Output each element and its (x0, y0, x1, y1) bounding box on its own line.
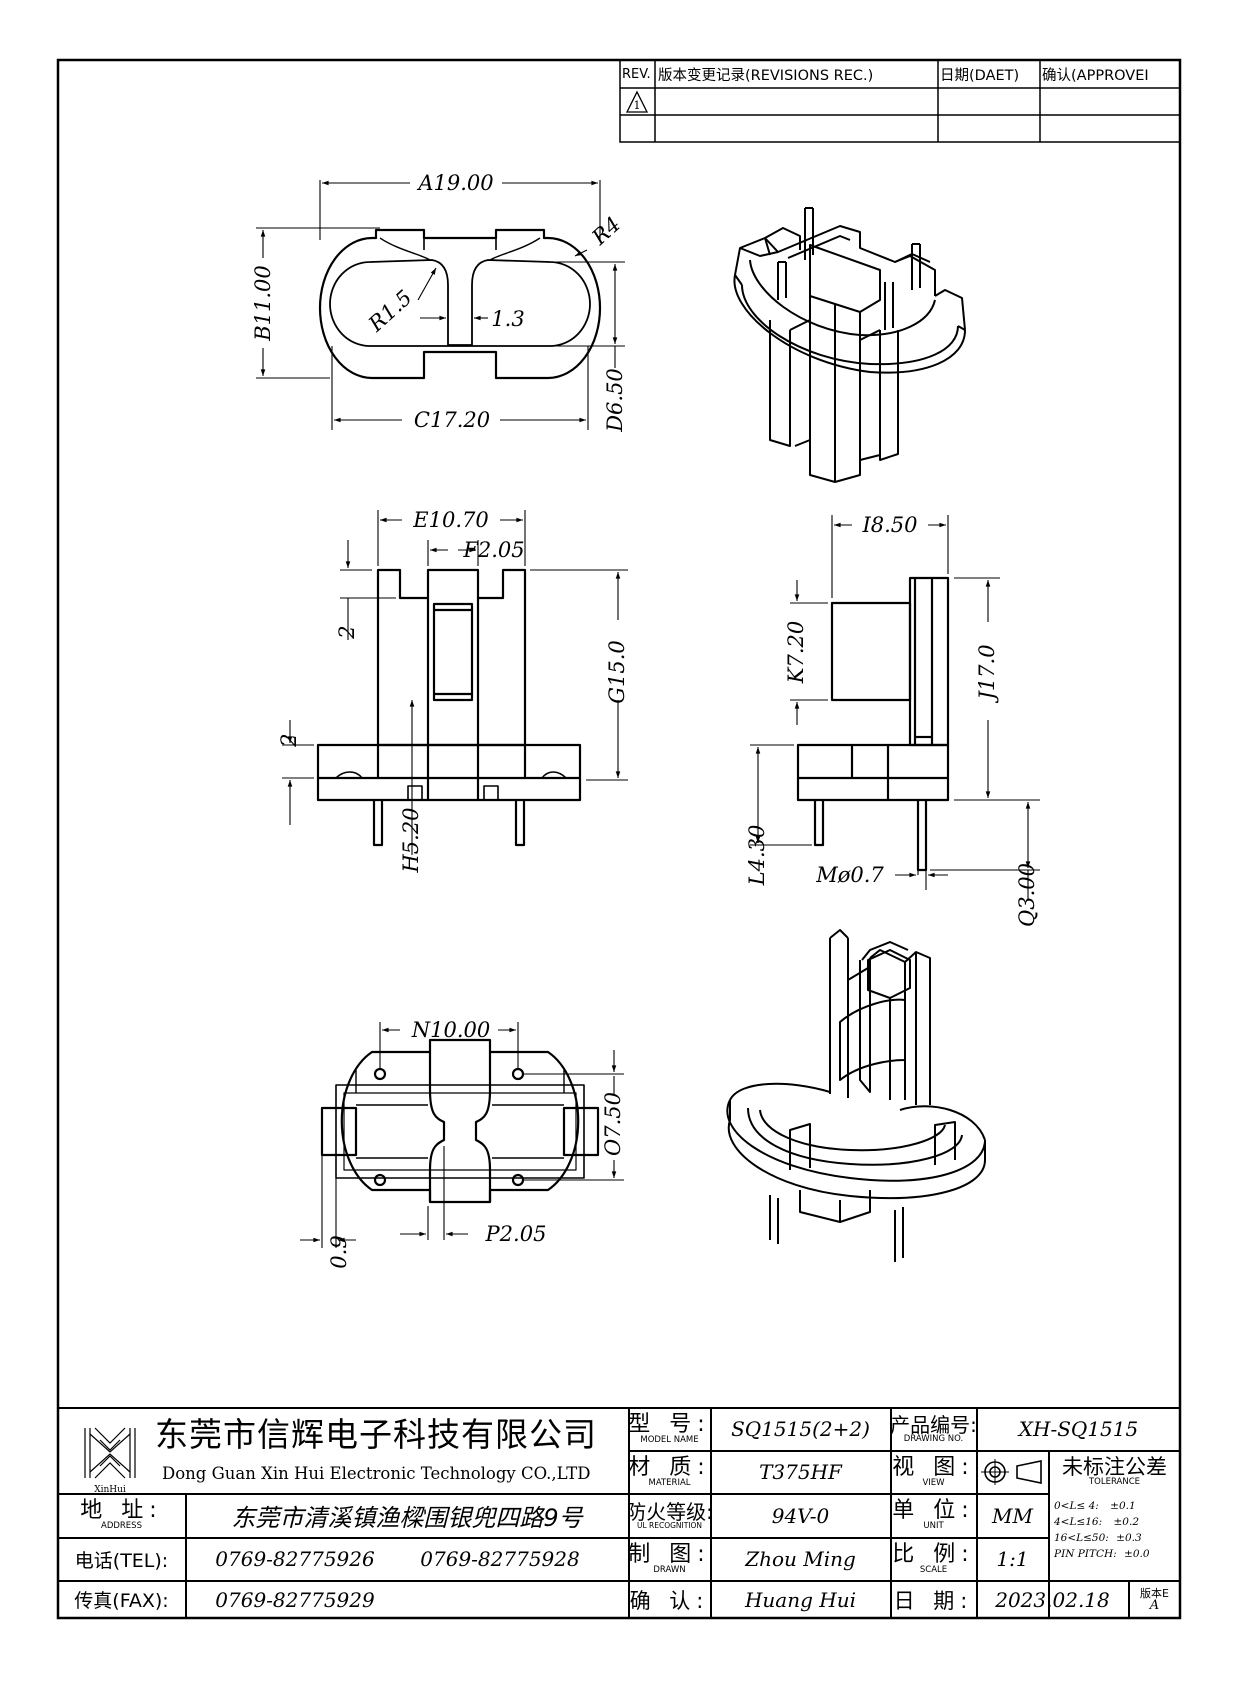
front-view-labels: E10.70 F2.05 G15.0 H5.20 2 2 (277, 508, 629, 874)
side-view (796, 576, 950, 872)
svg-text:K7.20: K7.20 (784, 621, 808, 684)
material-label: 材 质: MATERIAL (629, 1454, 710, 1488)
front-view (316, 568, 582, 847)
svg-text:G15.0: G15.0 (605, 640, 629, 704)
flame-rating-value: 94V-0 (771, 1503, 830, 1528)
confirm-value: Huang Hui (744, 1587, 856, 1612)
svg-text:1: 1 (634, 99, 641, 112)
bottom-view-labels: N10.00 O7.50 P2.05 0.9 (327, 1018, 625, 1269)
svg-text:H5.20: H5.20 (399, 807, 423, 873)
svg-text:N10.00: N10.00 (411, 1018, 491, 1042)
fax-value: 0769-82775929 (215, 1587, 375, 1612)
address-value: 东莞市清溪镇渔樑围银兜四路9号 (231, 1504, 583, 1532)
model-label: 型 号: MODEL NAME (629, 1411, 710, 1445)
svg-text:A19.00: A19.00 (416, 171, 493, 195)
projection-symbol-icon (977, 1451, 1048, 1493)
date-label: 日 期: (893, 1588, 974, 1613)
svg-text:J17.0: J17.0 (975, 644, 999, 703)
tolerance-row-3: 16<L≤50: ±0.3 (1054, 1532, 1142, 1544)
material-value: T375HF (759, 1460, 842, 1484)
svg-text:I8.50: I8.50 (861, 513, 917, 537)
tel-value-1: 0769-82775926 (215, 1547, 375, 1571)
rev-col-header: REV. (622, 67, 651, 82)
svg-text:F2.05: F2.05 (462, 538, 524, 562)
svg-text:B11.00: B11.00 (251, 265, 275, 342)
fax-label: 传真(FAX): (74, 1590, 169, 1612)
svg-text:2: 2 (277, 733, 301, 747)
drawing-no-label: 产品编号: DRAWING NO. (891, 1412, 976, 1444)
scale-value: 1:1 (996, 1547, 1029, 1571)
svg-text:1.3: 1.3 (491, 307, 524, 331)
drawing-no-value: XH-SQ1515 (1018, 1417, 1139, 1441)
tolerance-row-4: PIN PITCH: ±0.0 (1054, 1548, 1150, 1560)
top-view (318, 228, 602, 380)
sheet-border (56, 58, 1182, 1620)
view-label: 视 图: VIEW (892, 1454, 975, 1488)
iso-view-upper (733, 207, 966, 483)
svg-text:R1.5: R1.5 (363, 285, 416, 336)
confirm-label: 确 认: (629, 1588, 710, 1613)
svg-text:P2.05: P2.05 (485, 1222, 547, 1246)
front-view-dimensions (282, 510, 628, 855)
unit-value: MM (992, 1503, 1033, 1528)
flame-rating-label: 防火等级: UL RECOGNITION (629, 1499, 710, 1530)
revision-triangle-icon: 1 (625, 90, 649, 113)
bottom-view-dimensions (300, 1022, 624, 1248)
scale-label: 比 例: SCALE (892, 1541, 975, 1575)
drawn-label: 制 图: DRAWN (629, 1541, 710, 1575)
top-view-labels: A19.00 B11.00 C17.20 D6.50 R4 R1.5 1.3 (251, 171, 627, 433)
unit-label: 单 位: UNIT (892, 1498, 975, 1532)
company-logo-icon (84, 1427, 136, 1479)
company-name-cn: 东莞市信辉电子科技有限公司 (155, 1415, 597, 1454)
svg-text:2: 2 (335, 625, 359, 639)
drawn-value: Zhou Ming (745, 1547, 856, 1571)
revision-table-grid (619, 59, 1181, 143)
logo-text: XinHui (94, 1485, 126, 1495)
date-col-header: 日期(DAET) (940, 68, 1020, 84)
side-view-labels: I8.50 J17.0 K7.20 L4.30 Mø0.7 Q3.00 (745, 513, 1039, 927)
svg-text:Mø0.7: Mø0.7 (815, 863, 884, 887)
bottom-view (320, 1038, 600, 1204)
model-value: SQ1515(2+2) (731, 1417, 870, 1441)
svg-text:Q3.00: Q3.00 (1015, 863, 1039, 927)
revision-record-col-header: 版本变更记录(REVISIONS REC.) (658, 68, 874, 84)
svg-text:O7.50: O7.50 (601, 1092, 625, 1156)
side-view-dimensions (750, 515, 1040, 900)
approve-col-header: 确认(APPROVEI (1042, 68, 1149, 84)
svg-text:D6.50: D6.50 (603, 368, 627, 433)
svg-text:0.9: 0.9 (327, 1235, 351, 1268)
version-label: 版本E A (1140, 1586, 1169, 1613)
tolerance-row-1: 0<L≤ 4: ±0.1 (1054, 1500, 1136, 1512)
address-label: 地 址: ADDRESS (80, 1498, 163, 1532)
top-view-dimensions (256, 180, 625, 430)
date-value: 2023.02.18 (995, 1587, 1110, 1612)
tel-value-2: 0769-82775928 (420, 1547, 580, 1571)
tolerance-label: 未标注公差 TOLERANCE (1062, 1455, 1167, 1488)
svg-text:C17.20: C17.20 (414, 408, 490, 432)
tolerance-row-2: 4<L≤16: ±0.2 (1054, 1516, 1139, 1528)
tel-label: 电话(TEL): (74, 1549, 169, 1572)
company-name-en: Dong Guan Xin Hui Electronic Technology … (162, 1463, 591, 1483)
svg-text:L4.30: L4.30 (745, 825, 769, 887)
svg-text:E10.70: E10.70 (412, 508, 488, 532)
svg-text:R4: R4 (587, 212, 625, 250)
iso-view-lower (726, 929, 986, 1262)
